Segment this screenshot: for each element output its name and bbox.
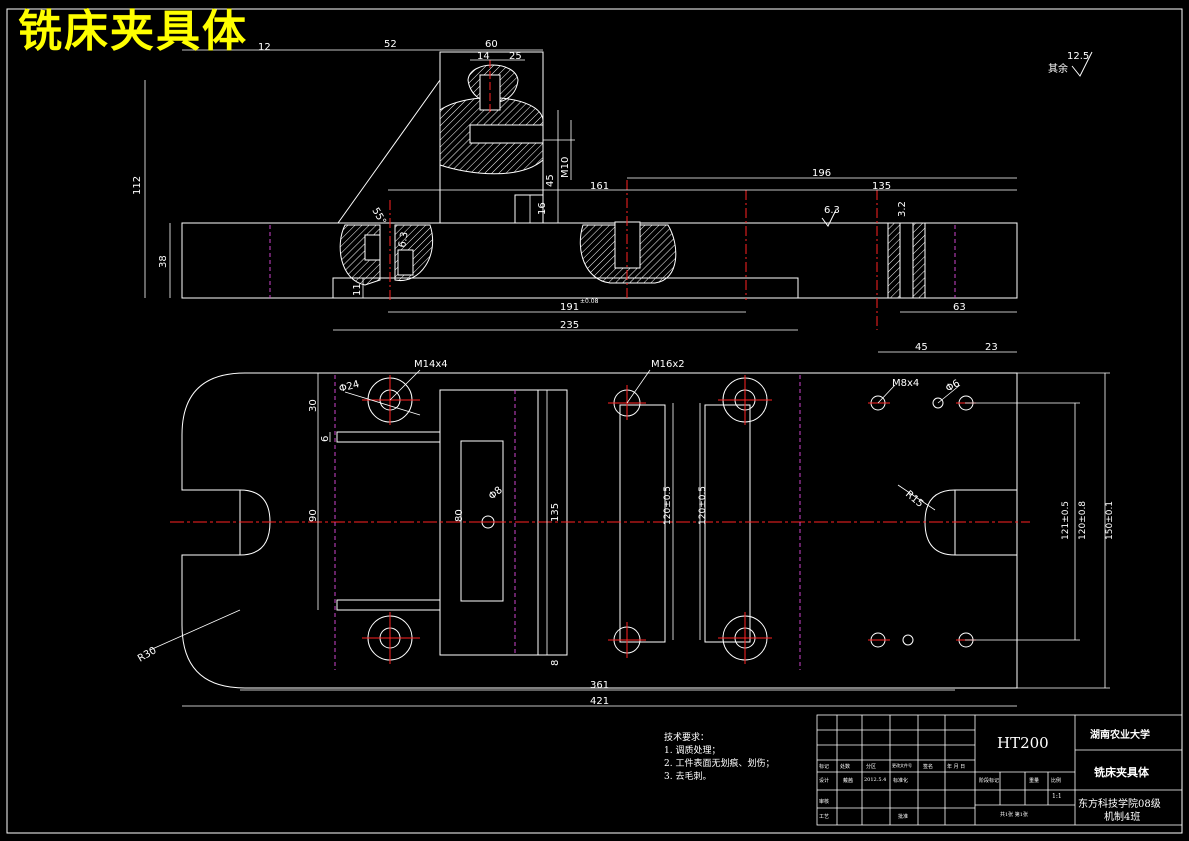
tb-design-date: 2012.5.4 bbox=[864, 777, 887, 783]
dimension-labels: 12 52 60 14 25 112 38 45 16 M10 55° 161 … bbox=[132, 39, 1115, 707]
tb-mark: 标记 bbox=[819, 764, 830, 770]
dim-121: 121±0.5 bbox=[1061, 501, 1071, 540]
dim-112: 112 bbox=[132, 176, 143, 195]
dim-90: 90 bbox=[308, 509, 319, 522]
dim-63: 63 bbox=[953, 302, 966, 313]
dim-135: 135 bbox=[872, 181, 891, 192]
dim-m14: M14x4 bbox=[414, 359, 448, 370]
tb-std: 标准化 bbox=[893, 778, 909, 784]
dim-8: 8 bbox=[550, 660, 561, 666]
rough-6-3-right: 6.3 bbox=[824, 205, 840, 216]
notes-heading: 技术要求： bbox=[664, 733, 710, 743]
dim-120-c: 120±0.8 bbox=[1078, 501, 1088, 540]
part-name: 铣床夹具体 bbox=[1094, 766, 1149, 779]
dim-45-plan: 45 bbox=[915, 342, 928, 353]
front-dimensions bbox=[144, 49, 1017, 331]
dim-60: 60 bbox=[485, 39, 498, 50]
dim-191-tol: ±0.08 bbox=[580, 298, 599, 305]
tb-doc: 更改文件号 bbox=[892, 763, 912, 768]
dim-150: 150±0.1 bbox=[1105, 501, 1115, 540]
dim-6: 6 bbox=[320, 436, 331, 442]
dim-m16: M16x2 bbox=[651, 359, 685, 370]
dim-m8: M8x4 bbox=[892, 378, 919, 389]
notes-item-1: 1. 调质处理； bbox=[664, 746, 721, 756]
drawing-title: 铣床夹具体 bbox=[18, 6, 248, 57]
roughness-label: 其余 bbox=[1048, 62, 1068, 75]
dim-phi8: Φ8 bbox=[487, 485, 505, 503]
school-name: 湖南农业大学 bbox=[1090, 730, 1150, 741]
front-view bbox=[181, 51, 1018, 299]
dim-421: 421 bbox=[590, 696, 609, 707]
dim-12: 12 bbox=[258, 42, 271, 53]
tb-count: 处数 bbox=[840, 764, 851, 770]
title-block bbox=[816, 714, 1183, 826]
dim-161: 161 bbox=[590, 181, 609, 192]
dim-phi6: Φ6 bbox=[944, 378, 962, 395]
tb-date: 年 月 日 bbox=[947, 764, 966, 770]
roughness-value: 12.5 bbox=[1067, 51, 1089, 62]
dim-m10: M10 bbox=[560, 157, 571, 178]
roughness-symbol bbox=[821, 209, 837, 227]
tb-ratio: 比例 bbox=[1051, 778, 1062, 784]
dim-38: 38 bbox=[158, 255, 169, 268]
dim-45: 45 bbox=[545, 174, 556, 187]
notes-item-3: 3. 去毛刺。 bbox=[664, 772, 712, 782]
tb-zone: 分区 bbox=[866, 764, 877, 770]
technical-notes: 技术要求： 1. 调质处理； 2. 工件表面无划痕、划伤； 3. 去毛刺。 bbox=[664, 732, 774, 784]
dim-235: 235 bbox=[560, 320, 579, 331]
plan-dimensions bbox=[149, 351, 1110, 707]
dim-135-plan: 135 bbox=[550, 503, 561, 522]
tb-review: 审核 bbox=[819, 799, 830, 805]
dim-120-b: 120±0.5 bbox=[698, 486, 708, 525]
dim-phi24: Φ24 bbox=[338, 379, 361, 395]
scale-value: 1:1 bbox=[1052, 793, 1062, 800]
tb-sign: 签名 bbox=[923, 764, 934, 770]
dim-80: 80 bbox=[454, 509, 465, 522]
front-center-lines bbox=[269, 60, 956, 330]
tb-approve: 批准 bbox=[898, 814, 909, 820]
tb-weight: 重量 bbox=[1029, 778, 1040, 784]
dim-120-a: 120±0.5 bbox=[663, 486, 673, 525]
material-label: HT200 bbox=[997, 734, 1049, 752]
plan-view bbox=[181, 372, 1018, 689]
dim-52: 52 bbox=[384, 39, 397, 50]
dim-55deg: 55° bbox=[369, 206, 387, 227]
dim-16: 16 bbox=[537, 202, 548, 215]
dim-11: 11 bbox=[352, 283, 363, 296]
tb-sheets: 共1张 第1张 bbox=[1000, 812, 1028, 818]
tb-process: 工艺 bbox=[819, 814, 830, 820]
class-name: 机制4班 bbox=[1104, 812, 1141, 823]
drawing-border bbox=[6, 8, 1183, 834]
dept-name: 东方科技学院08级 bbox=[1078, 799, 1161, 810]
dim-196: 196 bbox=[812, 168, 831, 179]
tb-stage: 阶段标记 bbox=[979, 778, 1000, 784]
dim-23: 23 bbox=[985, 342, 998, 353]
check-mark-icon bbox=[1071, 51, 1093, 77]
notes-item-2: 2. 工件表面无划痕、划伤； bbox=[664, 759, 775, 769]
dim-30: 30 bbox=[308, 399, 319, 412]
dim-191: 191 bbox=[560, 302, 579, 313]
plan-center-lines bbox=[170, 375, 1030, 670]
dim-25: 25 bbox=[509, 51, 522, 62]
dim-r15: R15 bbox=[903, 489, 925, 510]
dim-14: 14 bbox=[477, 51, 490, 62]
rough-6-3-left: 6.3 bbox=[397, 231, 411, 249]
rough-3-2: 3.2 bbox=[897, 201, 908, 217]
dim-361: 361 bbox=[590, 680, 609, 691]
tb-designer: 戴茜 bbox=[843, 778, 854, 784]
tb-design: 设计 bbox=[819, 778, 830, 784]
